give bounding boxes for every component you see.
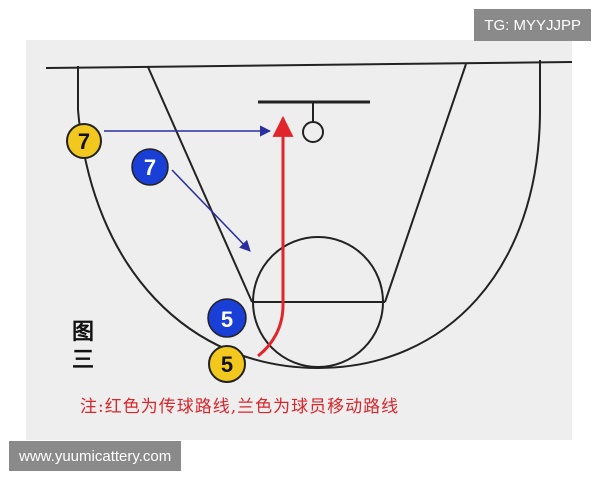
pass-route (257, 115, 294, 358)
lane-line-right (384, 63, 467, 303)
rim (302, 121, 324, 143)
legend-note: 注:红色为传球路线,兰色为球员移动路线 (80, 397, 400, 417)
move-route-blue7 (171, 169, 251, 252)
lane-line-left (147, 66, 253, 303)
player-blue-5: 5 (207, 298, 247, 338)
player-yellow-7: 7 (66, 123, 102, 159)
svg-text:7: 7 (78, 129, 90, 154)
figure-label-number: 三 (72, 348, 95, 373)
svg-text:7: 7 (144, 155, 156, 180)
watermark-tg: TG: MYYJJPP (474, 9, 591, 41)
svg-text:5: 5 (221, 307, 233, 332)
figure-label-word: 图 (72, 320, 95, 345)
player-yellow-5: 5 (208, 345, 246, 383)
watermark-url: www.yuumicattery.com (9, 441, 182, 471)
baseline (45, 61, 573, 69)
player-blue-7: 7 (131, 148, 169, 186)
svg-text:5: 5 (221, 352, 233, 377)
three-point-arc (77, 60, 541, 370)
